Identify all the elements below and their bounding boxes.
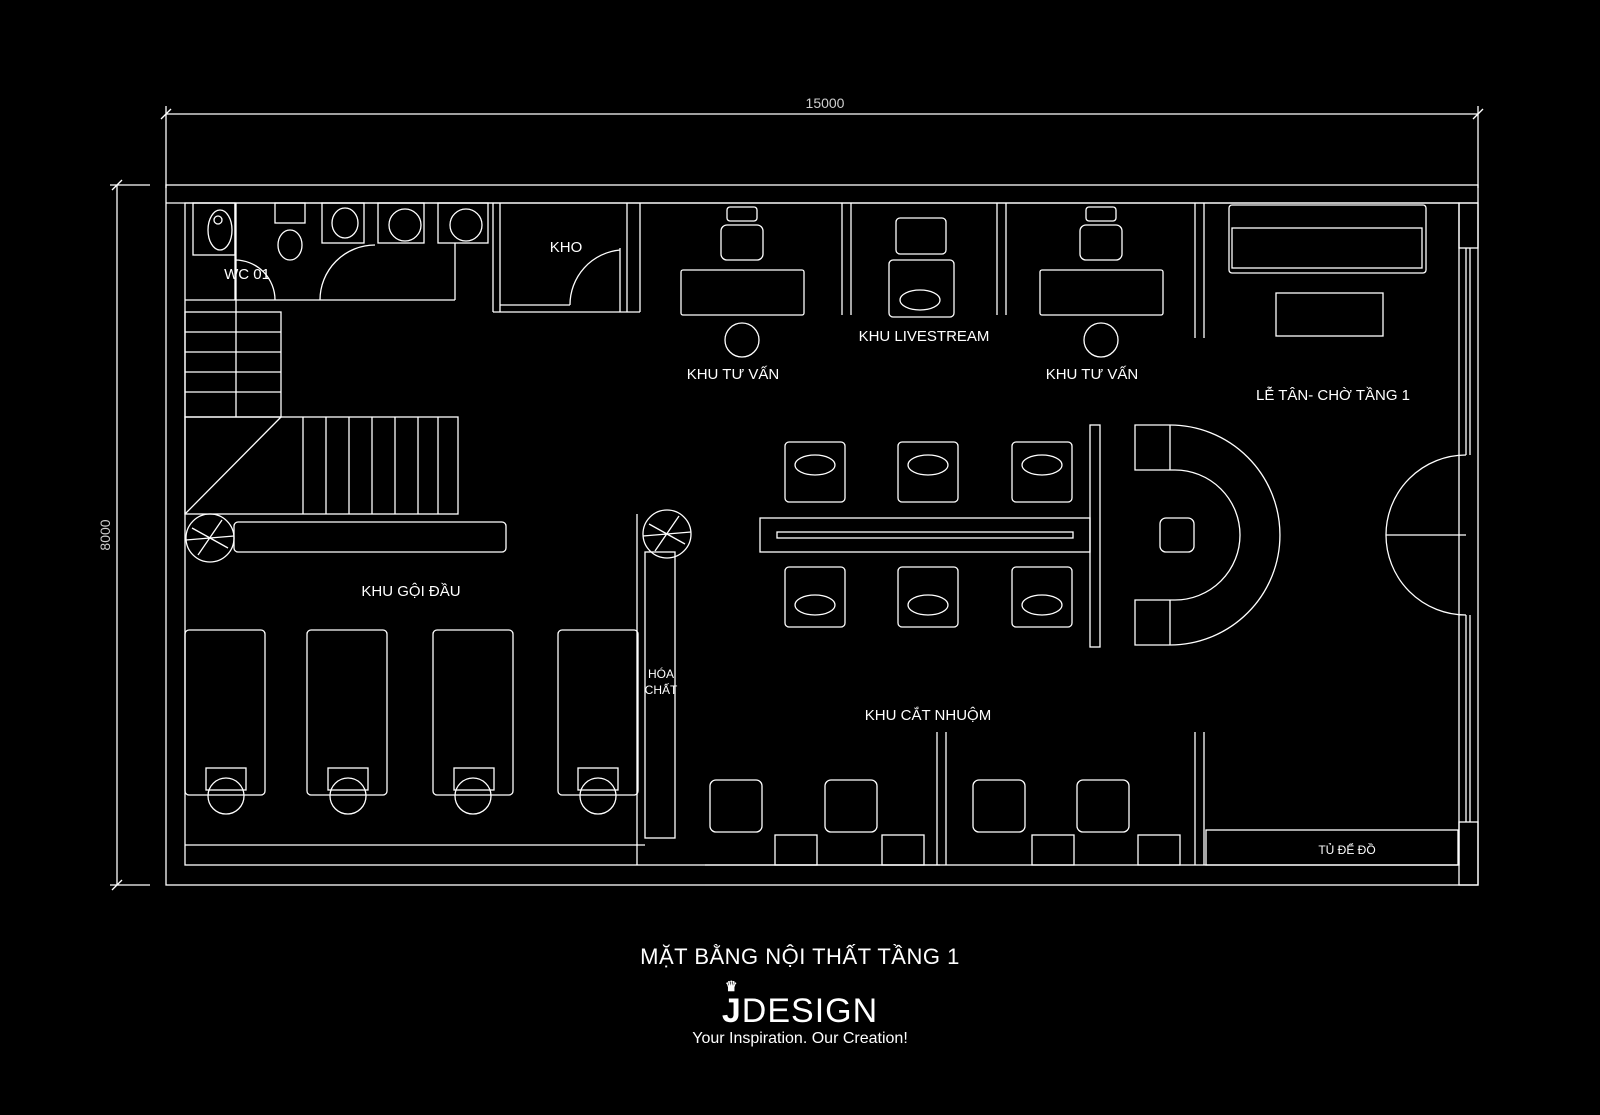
crown-icon: ♛ — [725, 978, 739, 994]
building-outline — [165, 184, 1479, 886]
staircase — [184, 203, 459, 515]
dimension-width — [160, 106, 1484, 188]
room-label-livestream: KHU LIVESTREAM — [859, 328, 990, 345]
room-label-tu-van-right: KHU TƯ VẤN — [1046, 366, 1139, 383]
dimension-width-label: 15000 — [806, 95, 845, 111]
brand-name: DESIGN — [741, 992, 879, 1030]
styling-stations — [759, 424, 1101, 648]
wc-fixtures — [185, 202, 489, 301]
shampoo-beds — [184, 629, 645, 846]
dimension-height — [110, 179, 150, 891]
floor-plan: 15000 8000 WC 01 KHO KHU TƯ VẤN KHU LIVE… — [97, 95, 1484, 891]
room-label-le-tan: LỄ TÂN- CHỜ TẦNG 1 — [1256, 387, 1410, 404]
consult-desk-right — [1039, 206, 1164, 358]
brand-logo: ♛JDESIGN — [0, 978, 1600, 1031]
room-label-wc: WC 01 — [224, 266, 270, 283]
room-label-goi-dau: KHU GỘI ĐẦU — [361, 583, 460, 600]
storage-kho — [492, 203, 641, 313]
room-label-tu-van-left: KHU TƯ VẤN — [687, 366, 780, 383]
reception-desk — [1134, 424, 1281, 646]
consult-desk-left — [680, 206, 805, 358]
chemical-cabinet — [644, 551, 676, 839]
reception-waiting — [1194, 203, 1427, 338]
brand-tagline: Your Inspiration. Our Creation! — [692, 1030, 908, 1047]
room-label-kho: KHO — [550, 239, 583, 256]
plant-icon — [185, 509, 692, 563]
wardrobe — [1205, 829, 1459, 866]
room-label-chat: CHẤT — [645, 682, 678, 697]
room-label-cat-nhuom: KHU CẮT NHUỘM — [865, 706, 991, 724]
dimension-height-label: 8000 — [97, 519, 113, 550]
brand-letter: ♛J — [721, 978, 742, 1031]
cutting-chairs — [705, 732, 1205, 866]
shampoo-counter — [233, 521, 507, 553]
plan-title: MẶT BẰNG NỘI THẤT TẦNG 1 — [640, 944, 960, 969]
room-label-hoa: HÓA — [648, 666, 674, 681]
inner-wall — [184, 202, 1460, 866]
room-label-tu-de-do: TỦ ĐỂ ĐỒ — [1318, 842, 1375, 857]
livestream-set — [841, 203, 1007, 318]
brand-letter-text: J — [721, 992, 742, 1030]
entrance — [1385, 202, 1479, 886]
